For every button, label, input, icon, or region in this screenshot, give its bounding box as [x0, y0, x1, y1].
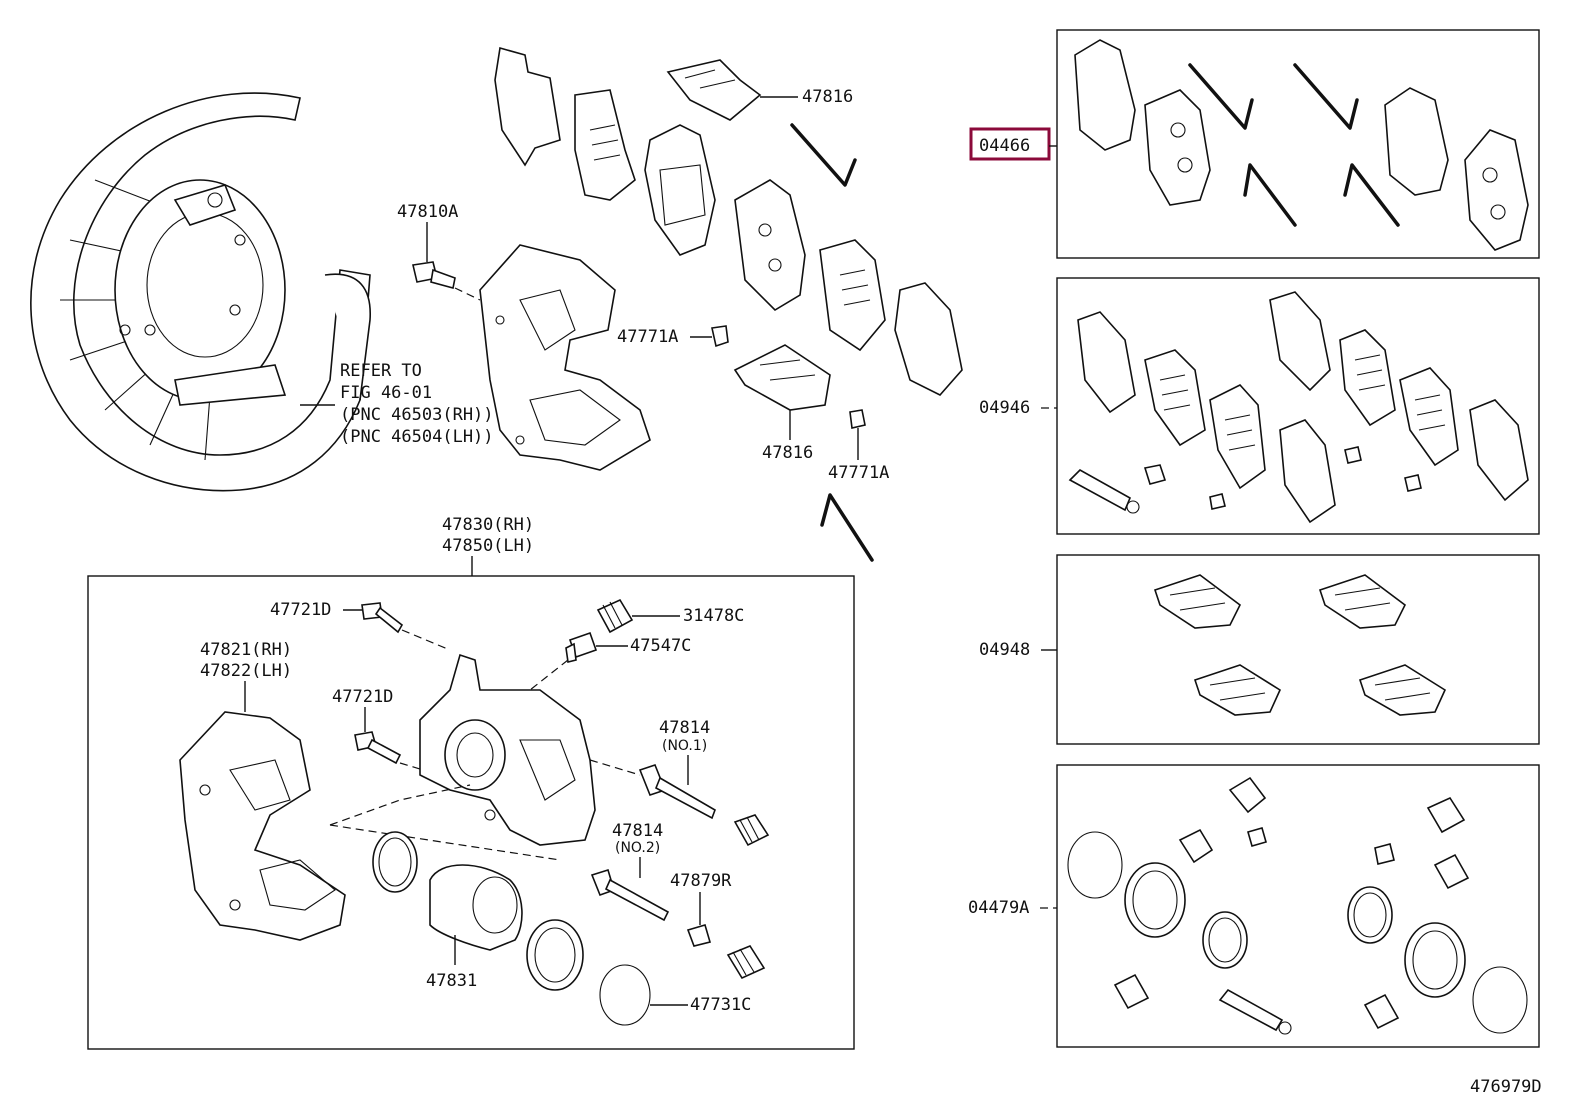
- label-47816-top[interactable]: 47816: [802, 87, 853, 107]
- boot-ring-47731C: 47731C: [599, 964, 751, 1026]
- kit-04946: 04946: [979, 277, 1540, 535]
- slide-pin-47814-no2: 47814 (NO.2): [590, 821, 670, 922]
- refer-line-2: FIG 46-01: [340, 383, 432, 403]
- figure-id: 476979D: [1470, 1077, 1542, 1097]
- piston-seal: [372, 831, 418, 893]
- caliper-bracket-drawing: [479, 244, 651, 471]
- shim-47816-top: 47816: [666, 59, 853, 121]
- bleeder-screw-47547C: 47547C: [529, 631, 691, 691]
- anti-rattle-spring-bottom: [820, 493, 874, 562]
- label-47830[interactable]: 47830(RH): [442, 515, 534, 535]
- shim-47816-bottom: 47816: [733, 344, 831, 463]
- label-47831[interactable]: 47831: [426, 971, 477, 991]
- refer-line-1: REFER TO: [340, 361, 422, 381]
- slide-pin-47814-no1: 47814 (NO.1): [589, 718, 716, 820]
- pad-shim-row: [494, 46, 963, 396]
- torque-plate-drawing: 47821(RH) 47822(LH): [179, 640, 346, 941]
- label-47814-2[interactable]: 47814: [612, 821, 663, 841]
- bleeder-cap-31478C: 31478C: [596, 598, 744, 634]
- bushing-47879R: 47879R: [670, 871, 732, 947]
- label-47816-bottom[interactable]: 47816: [762, 443, 813, 463]
- label-47771A-2[interactable]: 47771A: [828, 463, 889, 483]
- highlight-04466: [969, 127, 1051, 161]
- pin-boot-1: [733, 814, 770, 847]
- kit-04466: 04466: [969, 29, 1540, 259]
- caliper-body-drawing: [329, 653, 596, 861]
- piston-boot: [526, 919, 584, 991]
- clip-47771A-2: 47771A: [828, 409, 889, 483]
- anti-rattle-spring-top: [790, 123, 857, 187]
- label-04946[interactable]: 04946: [979, 398, 1030, 418]
- label-47731C[interactable]: 47731C: [690, 995, 751, 1015]
- label-47547C[interactable]: 47547C: [630, 636, 691, 656]
- label-31478C[interactable]: 31478C: [683, 606, 744, 626]
- mounting-bolt-47810A: 47810A: [397, 202, 481, 301]
- kit-04948: 04948: [979, 554, 1540, 745]
- label-04466[interactable]: 04466: [979, 136, 1030, 156]
- bolt-47721D-1: 47721D: [270, 600, 451, 651]
- label-47814-1-sub: (NO.1): [662, 738, 707, 754]
- pin-boot-2: [726, 945, 766, 980]
- label-47821[interactable]: 47821(RH): [200, 640, 292, 660]
- dust-shield-drawing: [30, 92, 371, 492]
- label-47814-1[interactable]: 47814: [659, 718, 710, 738]
- label-47879R[interactable]: 47879R: [670, 871, 732, 891]
- refer-line-3: (PNC 46503(RH)): [340, 405, 494, 425]
- label-04948[interactable]: 04948: [979, 640, 1030, 660]
- refer-line-4: (PNC 46504(LH)): [340, 427, 494, 447]
- label-04479A[interactable]: 04479A: [968, 898, 1029, 918]
- label-47810A[interactable]: 47810A: [397, 202, 458, 222]
- label-47814-2-sub: (NO.2): [615, 840, 660, 856]
- label-47850[interactable]: 47850(LH): [442, 536, 534, 556]
- caliper-assembly-box: [87, 575, 855, 1050]
- bolt-47721D-2: 47721D: [332, 687, 441, 776]
- piston-47831: 47831: [426, 864, 523, 991]
- kit-04479A: 04479A: [968, 764, 1540, 1048]
- refer-note: REFER TO FIG 46-01 (PNC 46503(RH)) (PNC …: [300, 361, 494, 447]
- label-47721D-2[interactable]: 47721D: [332, 687, 393, 707]
- label-47721D-1[interactable]: 47721D: [270, 600, 331, 620]
- label-47822[interactable]: 47822(LH): [200, 661, 292, 681]
- label-47771A-1[interactable]: 47771A: [617, 327, 678, 347]
- clip-47771A-1: 47771A: [617, 325, 729, 348]
